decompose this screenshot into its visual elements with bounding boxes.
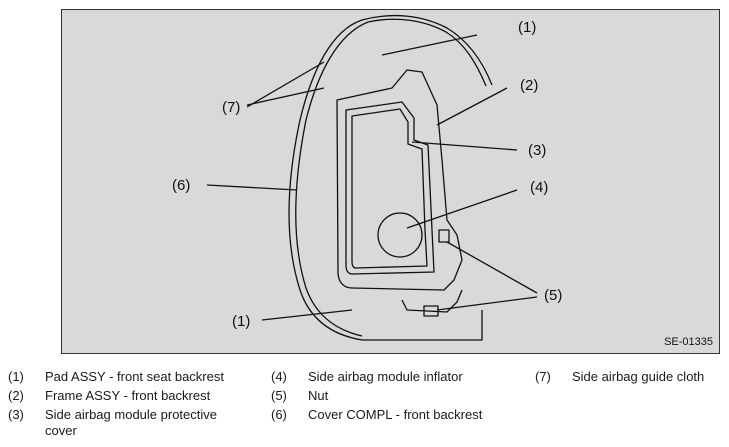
legend-num: (1) — [8, 369, 24, 384]
legend-num: (2) — [8, 388, 24, 403]
leader-4 — [406, 189, 518, 229]
leader-5a — [446, 241, 538, 294]
legend: (1) Pad ASSY - front seat backrest (2) F… — [0, 364, 729, 447]
pad-top-edge-2 — [367, 18, 487, 87]
callout-5: (5) — [544, 287, 562, 304]
leader-7b — [246, 61, 325, 108]
legend-label: Cover COMPL - front backrest — [308, 407, 483, 422]
leader-2 — [436, 87, 508, 126]
legend-num: (4) — [271, 369, 287, 384]
leader-7a — [246, 87, 325, 106]
frame-outline — [336, 69, 463, 291]
legend-num: (3) — [8, 407, 24, 422]
legend-label: Pad ASSY - front seat backrest — [45, 369, 224, 384]
module-housing — [345, 101, 435, 275]
pad-bottom — [362, 310, 483, 341]
legend-num: (5) — [271, 388, 287, 403]
leader-5b — [436, 296, 538, 311]
legend-num: (7) — [535, 369, 551, 384]
cover-outline-inner — [295, 21, 369, 337]
legend-label: Nut — [308, 388, 329, 403]
callout-7: (7) — [222, 99, 240, 116]
module-housing-inner — [351, 108, 428, 269]
leader-3 — [411, 141, 518, 151]
leader-1-top — [381, 34, 478, 56]
callout-1-bottom: (1) — [232, 313, 250, 330]
diagram-figure: (1) (2) (3) (4) (5) (6) (7) (1) SE-01335 — [61, 9, 720, 354]
legend-label: Side airbag module protective cover — [45, 407, 217, 438]
lower-mount — [401, 289, 463, 313]
pad-top-edge — [361, 14, 493, 86]
callout-3: (3) — [528, 142, 546, 159]
inflator-stud — [438, 229, 450, 243]
legend-label: Side airbag guide cloth — [572, 369, 705, 384]
leader-1-bottom — [261, 309, 353, 321]
callout-4: (4) — [530, 179, 548, 196]
figure-id: SE-01335 — [664, 336, 713, 348]
inflator — [377, 212, 423, 258]
legend-num: (6) — [271, 407, 287, 422]
callout-2: (2) — [520, 77, 538, 94]
legend-label: Side airbag module inflator — [308, 369, 463, 384]
callout-1-top: (1) — [518, 19, 536, 36]
cover-outline — [288, 19, 363, 341]
diagram-svg: (1) (2) (3) (4) (5) (6) (7) (1) — [172, 14, 562, 341]
callout-6: (6) — [172, 177, 190, 194]
legend-label: Frame ASSY - front backrest — [45, 388, 211, 403]
leader-6 — [206, 184, 298, 191]
nut-lower — [423, 305, 439, 317]
